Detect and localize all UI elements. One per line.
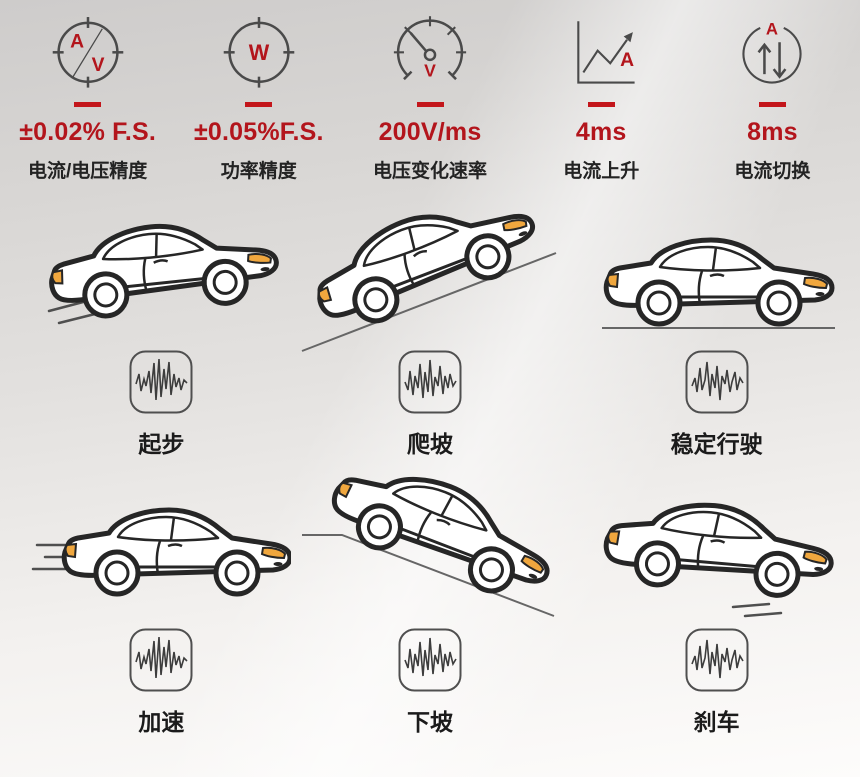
skid-line — [731, 602, 770, 609]
red-dash — [245, 102, 273, 107]
car-start-illustration — [31, 187, 291, 325]
watt-meter-icon: W — [223, 17, 295, 88]
waveform-icon — [129, 628, 193, 692]
spec-value: ±0.05%F.S. — [193, 118, 324, 146]
waveform-icon — [685, 628, 749, 692]
spec-voltage-slew-rate: V 200V/ms 电压变化速率 — [344, 8, 515, 183]
waveform-icon — [129, 350, 193, 414]
scenario-steady: 稳定行驶 — [573, 187, 860, 459]
spec-power-accuracy: W ±0.05%F.S. 功率精度 — [173, 8, 344, 183]
spec-label: 电流上升 — [563, 161, 640, 182]
spec-label: 电流/电压精度 — [27, 161, 148, 182]
red-dash — [758, 102, 786, 107]
spec-label: 电压变化速率 — [373, 161, 488, 182]
scenario-label: 刹车 — [693, 709, 740, 735]
volt-letter: V — [91, 55, 104, 76]
scenario-accelerate: 加速 — [18, 465, 305, 737]
car-climb-illustration — [300, 187, 557, 352]
scenario-grid: 起步 爬坡 稳定行驶 — [0, 187, 860, 737]
watt-letter: W — [248, 40, 269, 65]
red-dash — [587, 102, 615, 107]
red-dash — [416, 102, 444, 107]
scenario-climb: 爬坡 — [287, 187, 574, 459]
slope-line — [301, 252, 557, 352]
current-rise-chart-icon: A — [577, 21, 635, 84]
scenario-brake: 刹车 — [573, 465, 860, 737]
amp-letter: A — [70, 31, 84, 52]
spec-value: 8ms — [747, 118, 798, 146]
spec-label: 功率精度 — [220, 161, 297, 182]
amp-letter: A — [620, 50, 634, 71]
scenario-label: 加速 — [138, 709, 185, 735]
spec-current-voltage-accuracy: A V ±0.02% F.S. 电流/电压精度 — [2, 8, 173, 183]
waveform-icon — [685, 350, 749, 414]
car-brake-illustration — [587, 465, 847, 618]
spec-strip: A V ±0.02% F.S. 电流/电压精度 W ±0.05%F.S. 功率精… — [0, 0, 860, 183]
skid-line — [743, 611, 782, 618]
amp-volt-meter-icon: A V — [52, 17, 123, 88]
motion-line — [48, 299, 89, 313]
current-switch-icon: A — [742, 20, 802, 84]
spec-label: 电流切换 — [734, 161, 811, 182]
spec-current-switch: A 8ms 电流切换 — [687, 8, 858, 183]
red-dash — [74, 102, 102, 107]
scenario-downhill: 下坡 — [287, 465, 574, 737]
scenario-label: 爬坡 — [406, 431, 453, 457]
car-steady-illustration — [601, 187, 835, 329]
motion-line — [58, 312, 97, 325]
voltage-slew-gauge-icon: V — [393, 16, 467, 81]
car-downhill-illustration — [301, 465, 560, 617]
scenario-label: 下坡 — [406, 709, 453, 735]
spec-value: 200V/ms — [378, 118, 482, 146]
spec-current-rise: A 4ms 电流上升 — [516, 8, 687, 183]
scenario-label: 稳定行驶 — [670, 431, 763, 457]
waveform-icon — [398, 628, 462, 692]
waveform-icon — [398, 350, 462, 414]
amp-letter: A — [766, 20, 778, 39]
scenario-label: 起步 — [138, 431, 185, 457]
scenario-start: 起步 — [18, 187, 305, 459]
spec-value: 4ms — [575, 118, 627, 146]
spec-value: ±0.02% F.S. — [19, 118, 157, 146]
car-accelerate-illustration — [32, 465, 291, 631]
volt-letter: V — [424, 61, 436, 81]
